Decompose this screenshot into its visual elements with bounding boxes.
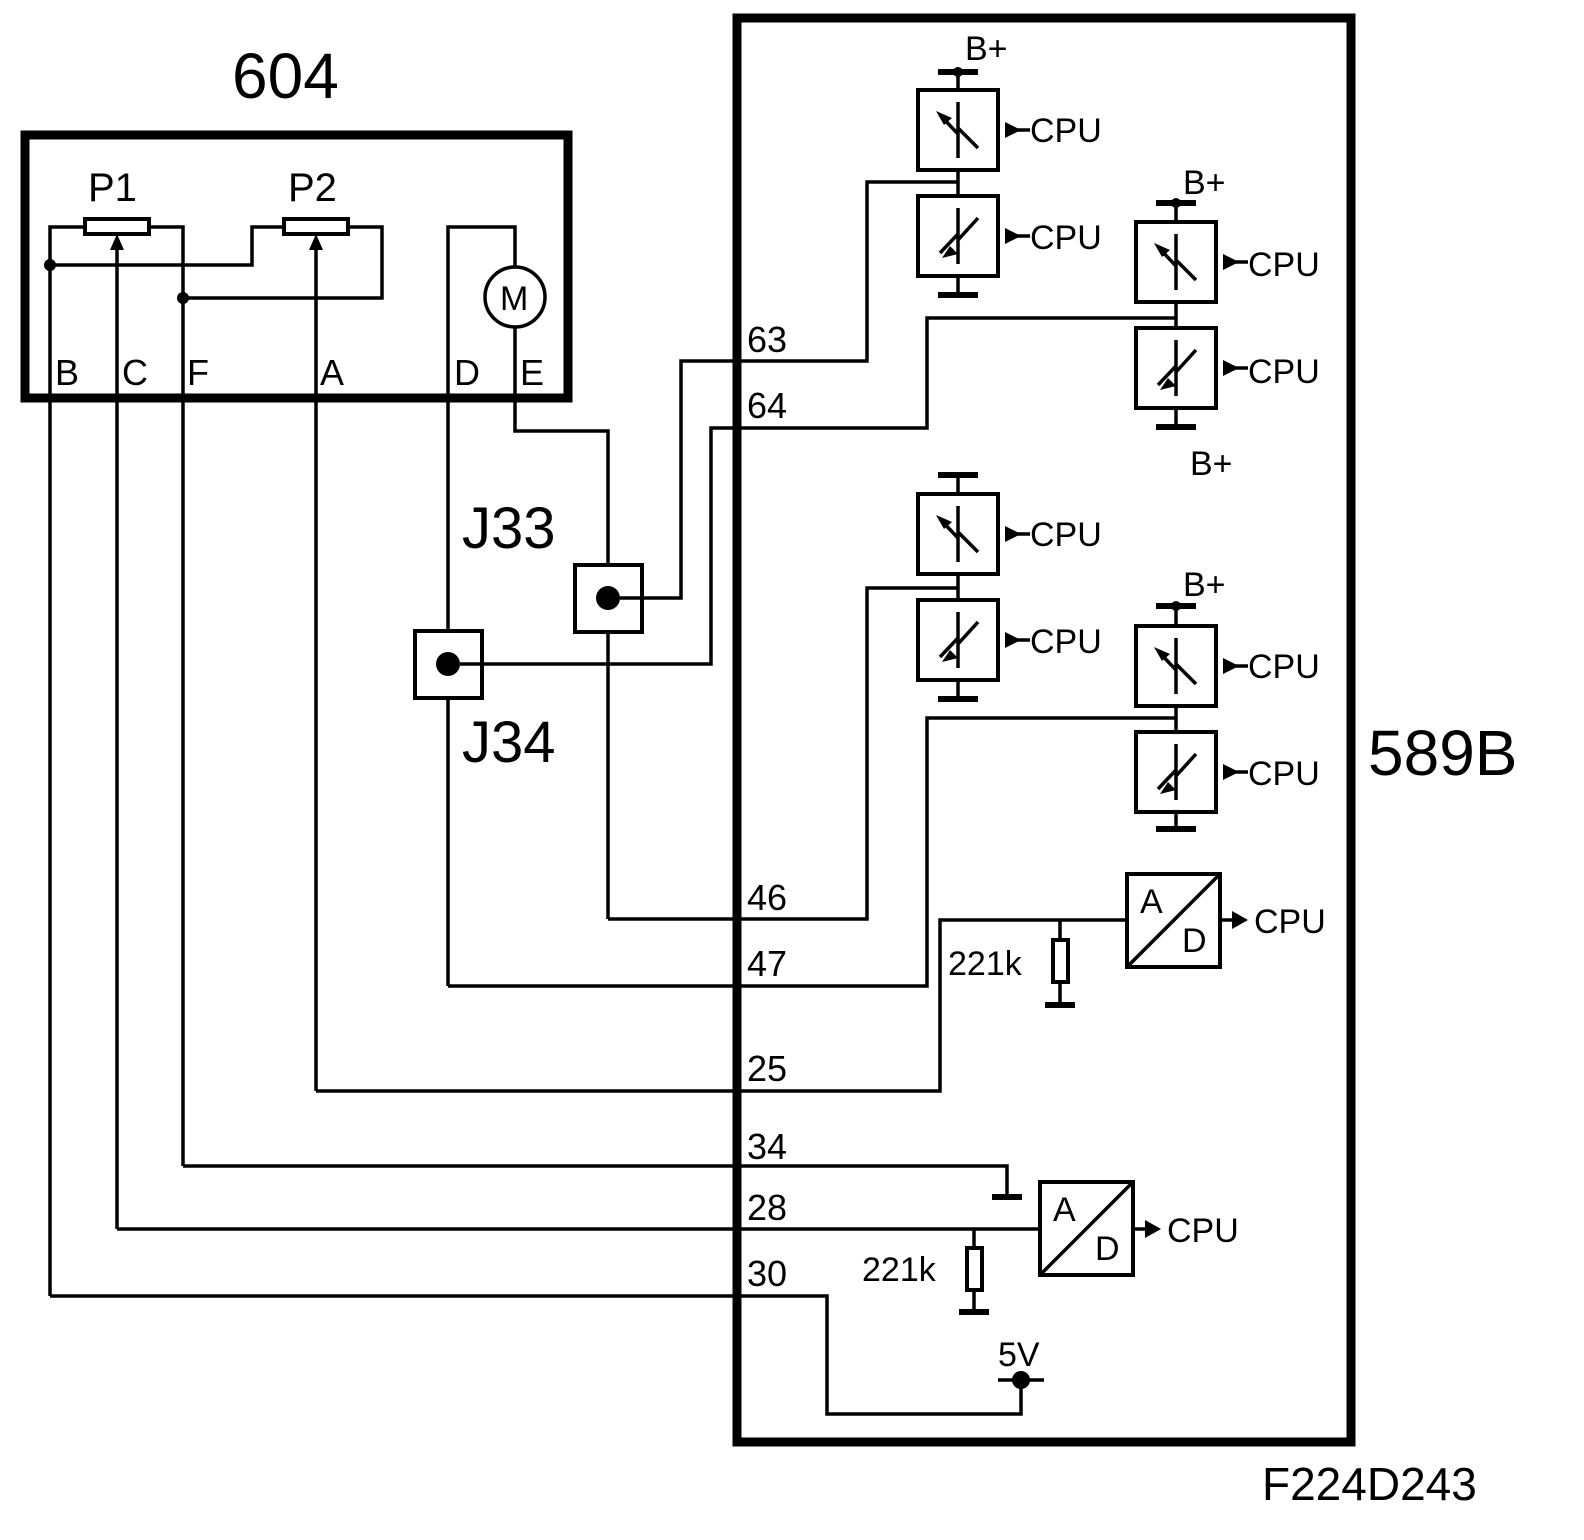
adc-output-label: D [1182, 922, 1207, 960]
ecu-pin-46: 46 [747, 877, 787, 918]
cpu-label: CPU [1030, 623, 1102, 661]
ecu-pin-28: 28 [747, 1187, 787, 1228]
cpu-label: CPU [1030, 219, 1102, 257]
pin-label-e: E [520, 352, 544, 393]
low-side-switch [916, 194, 1032, 278]
ecu-pin-64: 64 [747, 385, 787, 426]
low-side-switch [1134, 326, 1250, 410]
figure-code: F224D243 [1262, 1458, 1477, 1510]
low-side-switch [916, 598, 1032, 682]
cpu-label: CPU [1030, 112, 1102, 150]
ecu-pin-30: 30 [747, 1253, 787, 1294]
cpu-label: CPU [1248, 648, 1320, 686]
high-side-switch [1134, 220, 1250, 304]
module-589b-label: 589B [1368, 717, 1517, 789]
cpu-label: CPU [1248, 353, 1320, 391]
adc-output-label: D [1095, 1230, 1120, 1268]
cpu-label: CPU [1248, 246, 1320, 284]
pin-label-c: C [122, 352, 148, 393]
resistor-value-label: 221k [948, 945, 1023, 983]
ecu-pin-47: 47 [747, 943, 787, 984]
pin-label-a: A [320, 352, 344, 393]
ecu-pin-25: 25 [747, 1048, 787, 1089]
cpu-label: CPU [1254, 903, 1326, 941]
low-side-switch [1134, 730, 1250, 814]
resistor-221k [1051, 938, 1070, 984]
bplus-label: B+ [1183, 566, 1226, 604]
ecu-pin-34: 34 [747, 1126, 787, 1167]
junction-j33-label: J33 [462, 496, 556, 561]
high-side-switch [916, 88, 1032, 172]
cpu-label: CPU [1248, 755, 1320, 793]
high-side-switch [916, 492, 1032, 576]
module-604-label: 604 [232, 40, 339, 112]
cpu-label: CPU [1167, 1212, 1239, 1250]
adc-input-label: A [1140, 883, 1163, 921]
node-dot [177, 292, 189, 304]
node-dot [44, 259, 56, 271]
p2-label: P2 [288, 166, 337, 210]
p1-label: P1 [88, 166, 137, 210]
bplus-label: B+ [1190, 445, 1233, 483]
module-589b-box [732, 13, 1356, 1447]
adc-input-label: A [1053, 1191, 1076, 1229]
potentiometer-p2 [282, 217, 350, 236]
resistor-221k [965, 1246, 984, 1292]
resistor-value-label: 221k [862, 1251, 937, 1289]
high-side-switch [1134, 624, 1250, 708]
motor-label: M [500, 280, 528, 318]
pin-label-b: B [55, 352, 79, 393]
bplus-label: B+ [1183, 164, 1226, 202]
supply-5v-label: 5V [998, 1336, 1040, 1374]
bplus-label: B+ [965, 30, 1008, 68]
ecu-pin-63: 63 [747, 319, 787, 360]
junction-j34-label: J34 [462, 710, 556, 775]
cpu-label: CPU [1030, 516, 1102, 554]
pin-label-d: D [454, 352, 480, 393]
module-604-box [20, 130, 573, 403]
potentiometer-p1 [83, 217, 151, 236]
pin-label-f: F [187, 352, 209, 393]
